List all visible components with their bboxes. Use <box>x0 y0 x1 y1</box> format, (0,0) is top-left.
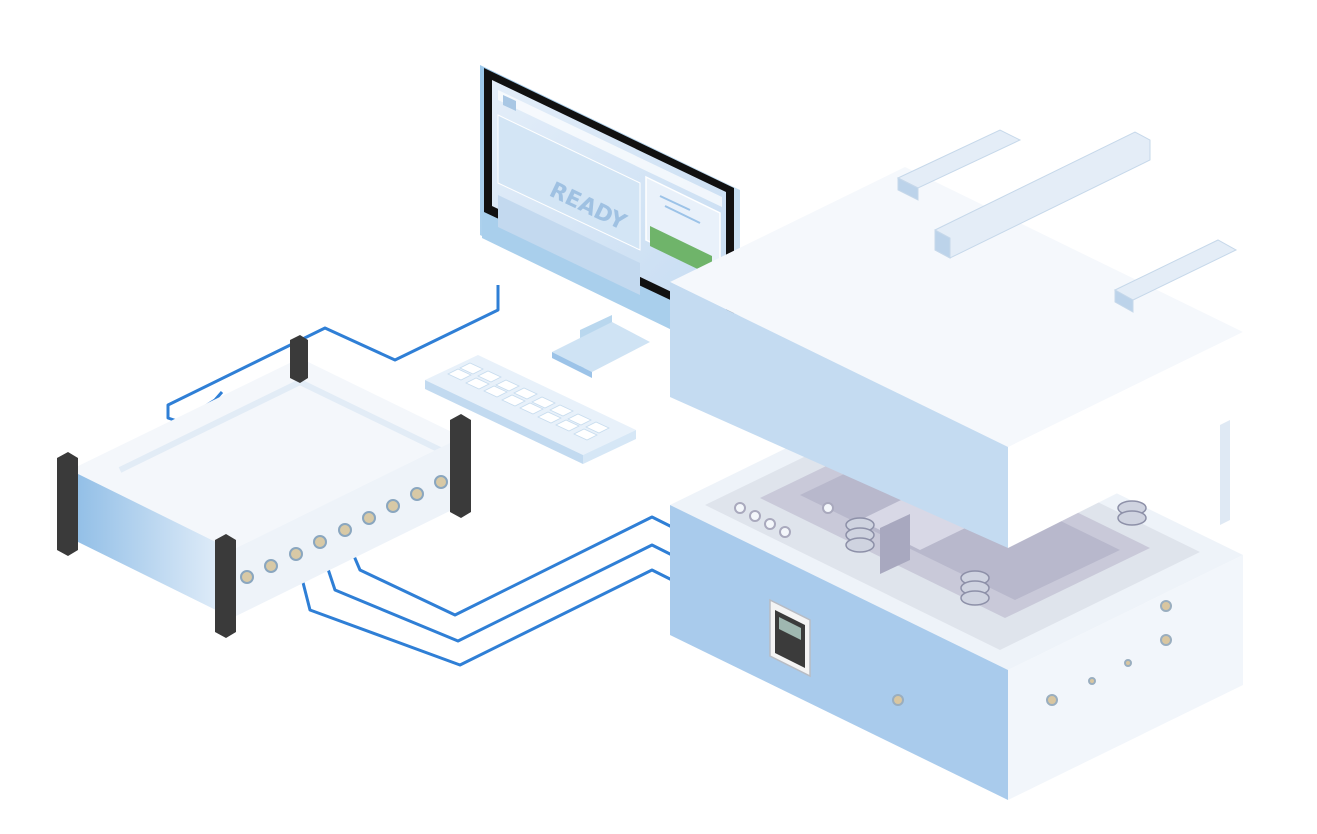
rack-handles <box>57 335 471 638</box>
cable-rack-to-chamber-2 <box>318 543 673 643</box>
cable-rack-to-chamber-1 <box>343 515 673 617</box>
isolator-mounts <box>845 500 1147 606</box>
shaker-chamber-icon <box>670 129 1243 800</box>
keyboard-icon <box>425 355 636 464</box>
cable-rack-to-chamber-3 <box>294 554 673 667</box>
rack-connectors <box>240 475 448 584</box>
control-panel-icon <box>769 598 811 678</box>
lid-rails <box>896 129 1238 313</box>
rack-instrument-icon <box>57 335 471 638</box>
screen-ok-button <box>650 226 712 276</box>
